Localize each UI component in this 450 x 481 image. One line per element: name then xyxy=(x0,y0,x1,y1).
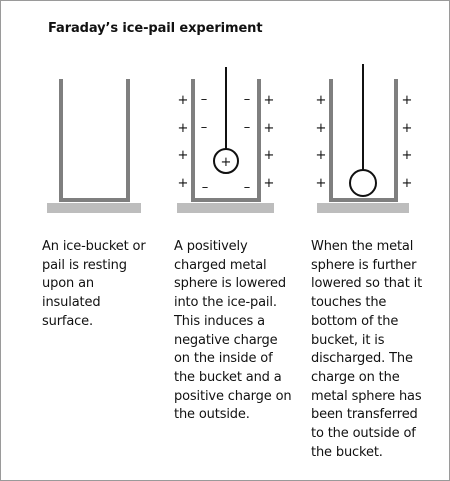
inner-negative-charge: – xyxy=(201,92,208,107)
outer-positive-charge: + xyxy=(316,121,327,136)
outer-positive-charge: + xyxy=(402,121,413,136)
panel-sphere-lowered: + + + + + + + + + – – – – – – xyxy=(177,67,274,213)
outer-positive-charge: + xyxy=(316,148,327,163)
inner-negative-charge: – xyxy=(201,120,208,135)
outer-positive-charge: + xyxy=(178,176,189,191)
caption-empty-pail: An ice-bucket or pail is resting upon an… xyxy=(42,239,146,329)
panel-empty-pail xyxy=(47,79,141,213)
panel-sphere-discharged: + + + + + + + + xyxy=(316,64,413,213)
outer-positive-charge: + xyxy=(316,93,327,108)
insulated-surface xyxy=(177,203,274,213)
caption-sphere-discharged: When the metal sphere is further lowered… xyxy=(311,239,423,460)
inner-negative-charge: – xyxy=(244,180,251,195)
outer-positive-charge: + xyxy=(178,93,189,108)
insulated-surface xyxy=(317,203,409,213)
outer-positive-charge: + xyxy=(264,176,275,191)
outer-positive-charge: + xyxy=(316,176,327,191)
outer-positive-charge: + xyxy=(402,148,413,163)
outer-positive-charge: + xyxy=(178,121,189,136)
sphere-charge-sign: + xyxy=(221,155,232,170)
insulated-surface xyxy=(47,203,141,213)
outer-positive-charge: + xyxy=(264,121,275,136)
outer-positive-charge: + xyxy=(264,93,275,108)
ice-pail xyxy=(191,79,261,202)
inner-negative-charge: – xyxy=(244,92,251,107)
outer-positive-charge: + xyxy=(402,93,413,108)
discharged-sphere xyxy=(349,169,377,197)
caption-sphere-lowered: A positively charged metal sphere is low… xyxy=(174,239,292,423)
outer-positive-charge: + xyxy=(178,148,189,163)
ice-pail xyxy=(329,79,398,202)
outer-positive-charge: + xyxy=(264,148,275,163)
inner-negative-charge: – xyxy=(202,180,209,195)
outer-positive-charge: + xyxy=(402,176,413,191)
charged-sphere xyxy=(213,148,239,174)
ice-pail xyxy=(59,79,130,202)
inner-negative-charge: – xyxy=(244,120,251,135)
figure-title: Faraday’s ice-pail experiment xyxy=(48,21,263,36)
